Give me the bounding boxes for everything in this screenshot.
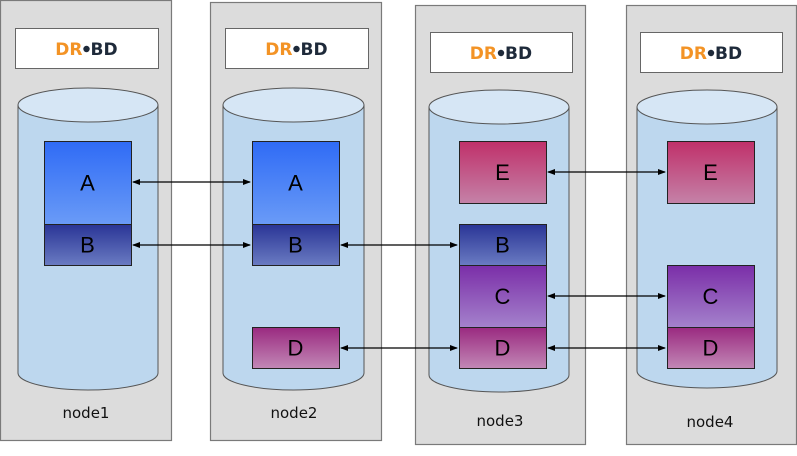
logo-text-bd: BD: [505, 44, 532, 64]
logo-dot-icon: [707, 49, 715, 57]
resource-block-rect: [44, 224, 132, 266]
resource-block-label: B: [288, 233, 303, 258]
resource-block-label: D: [703, 336, 719, 361]
resource-block-rect: [667, 141, 755, 204]
resource-block-label: A: [288, 171, 303, 196]
resource-block-rect: [667, 327, 755, 369]
resource-block-C: C: [667, 265, 755, 328]
resource-block-label: B: [80, 233, 95, 258]
resource-block-label: B: [495, 233, 510, 258]
resource-block-rect: [459, 224, 547, 266]
resource-block-label: E: [495, 160, 510, 185]
node-label: node2: [271, 404, 318, 422]
resource-block-label: C: [495, 284, 511, 309]
logo-text-bd: BD: [715, 44, 742, 64]
resource-block-label: E: [703, 160, 718, 185]
resource-block-E: E: [667, 141, 755, 204]
drbd-logo: DR BD: [430, 32, 573, 73]
cylinder-top: [636, 89, 778, 125]
resource-block-rect: [459, 265, 547, 328]
node-label: node4: [687, 413, 734, 431]
resource-block-rect: [252, 224, 340, 266]
logo-text-dr: DR: [265, 40, 292, 60]
drbd-logo: DR BD: [640, 32, 783, 73]
logo-dot-icon: [497, 49, 505, 57]
resource-block-label: D: [495, 336, 511, 361]
cylinder-top: [428, 89, 570, 125]
cylinder-top: [222, 87, 365, 123]
logo-dot-icon: [83, 45, 90, 53]
resource-block-D: D: [667, 327, 755, 369]
resource-block-A: A: [252, 141, 340, 225]
logo-text-dr: DR: [55, 40, 82, 60]
resource-block-A: A: [44, 141, 132, 225]
node-label: node1: [63, 404, 110, 422]
resource-block-rect: [667, 265, 755, 328]
resource-block-B: B: [459, 224, 547, 266]
resource-block-C: C: [459, 265, 547, 328]
cylinder-top: [17, 87, 159, 123]
node-label: node3: [477, 412, 524, 430]
resource-block-rect: [459, 141, 547, 204]
drbd-logo: DR BD: [225, 28, 369, 69]
resource-block-B: B: [44, 224, 132, 266]
resource-block-D: D: [252, 327, 340, 369]
logo-dot-icon: [293, 45, 300, 53]
resource-block-rect: [252, 327, 340, 369]
resource-block-label: D: [288, 336, 304, 361]
logo-text-dr: DR: [680, 44, 707, 64]
logo-text-dr: DR: [470, 44, 497, 64]
logo-text-bd: BD: [301, 40, 328, 60]
resource-block-label: A: [80, 171, 95, 196]
resource-block-rect: [459, 327, 547, 369]
resource-block-rect: [44, 141, 132, 225]
drbd-logo: DR BD: [15, 28, 159, 69]
resource-block-B: B: [252, 224, 340, 266]
resource-block-label: C: [703, 284, 719, 309]
resource-block-E: E: [459, 141, 547, 204]
logo-text-bd: BD: [91, 40, 118, 60]
resource-block-rect: [252, 141, 340, 225]
resource-block-D: D: [459, 327, 547, 369]
